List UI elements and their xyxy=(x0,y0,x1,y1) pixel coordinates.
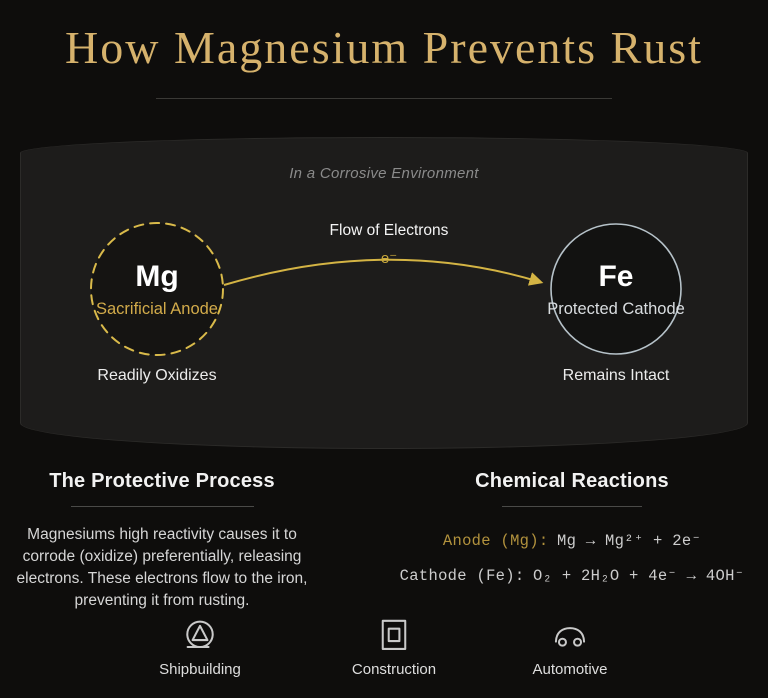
panel-caption: In a Corrosive Environment xyxy=(289,165,479,182)
heading-divider xyxy=(70,506,254,507)
anode-reaction-equation: Mg → Mg²⁺ + 2e⁻ xyxy=(557,532,702,550)
building-icon xyxy=(376,618,412,654)
magnesium-role: Sacrificial Anode xyxy=(96,300,218,318)
header: How Magnesium Prevents Rust xyxy=(0,0,768,99)
iron-status: Remains Intact xyxy=(562,367,670,384)
applications-row: Shipbuilding Construction Automotive xyxy=(0,618,768,688)
title-divider xyxy=(156,97,612,99)
application-construction: Construction xyxy=(314,618,474,678)
car-icon xyxy=(552,618,588,654)
equations-block: Anode (Mg): Mg → Mg²⁺ + 2e⁻ Cathode (Fe):… xyxy=(384,531,760,585)
anode-reaction-label: Anode (Mg): xyxy=(442,532,549,550)
protective-process-heading: The Protective Process xyxy=(49,470,275,492)
electron-flow-diagram xyxy=(90,222,682,356)
iron-role: Protected Cathode xyxy=(547,300,685,318)
iron-symbol: Fe xyxy=(598,260,634,293)
magnesium-node: Mg Sacrificial Anode xyxy=(91,259,223,319)
electron-flow-arrow xyxy=(223,258,544,286)
iron-circle xyxy=(550,223,682,355)
application-label: Construction xyxy=(351,661,437,678)
cathode-reaction: Cathode (Fe): O₂ + 2H₂O + 4e⁻ → 4OH⁻ xyxy=(384,566,760,585)
corrosive-environment-panel: In a Corrosive Environment Flow of Elect… xyxy=(20,137,748,449)
protective-process-section: The Protective Process Magnesiums high r… xyxy=(0,470,324,612)
magnesium-circle xyxy=(90,222,224,356)
electron-symbol-label: e⁻ xyxy=(380,250,398,267)
chemical-reactions-section: Chemical Reactions Anode (Mg): Mg → Mg²⁺ … xyxy=(384,470,760,612)
cathode-reaction-equation: O₂ + 2H₂O + 4e⁻ → 4OH⁻ xyxy=(533,567,745,585)
magnesium-status: Readily Oxidizes xyxy=(97,367,217,384)
chemical-reactions-heading: Chemical Reactions xyxy=(475,470,669,492)
application-label: Automotive xyxy=(532,661,608,678)
ship-icon xyxy=(182,618,218,654)
cathode-reaction-label: Cathode (Fe): xyxy=(399,567,525,585)
page-title: How Magnesium Prevents Rust xyxy=(65,22,703,73)
application-car: Automotive xyxy=(490,618,650,678)
magnesium-symbol: Mg xyxy=(135,260,179,293)
info-columns: The Protective Process Magnesiums high r… xyxy=(0,470,768,612)
heading-divider xyxy=(502,506,642,507)
application-shipbuilding: Shipbuilding xyxy=(120,618,280,678)
application-label: Shipbuilding xyxy=(159,661,241,678)
iron-node: Fe Protected Cathode xyxy=(539,259,693,319)
anode-reaction: Anode (Mg): Mg → Mg²⁺ + 2e⁻ xyxy=(384,531,760,550)
protective-process-body: Magnesiums high reactivity causes it to … xyxy=(16,526,308,609)
flow-of-electrons-label: Flow of Electrons xyxy=(329,222,449,239)
